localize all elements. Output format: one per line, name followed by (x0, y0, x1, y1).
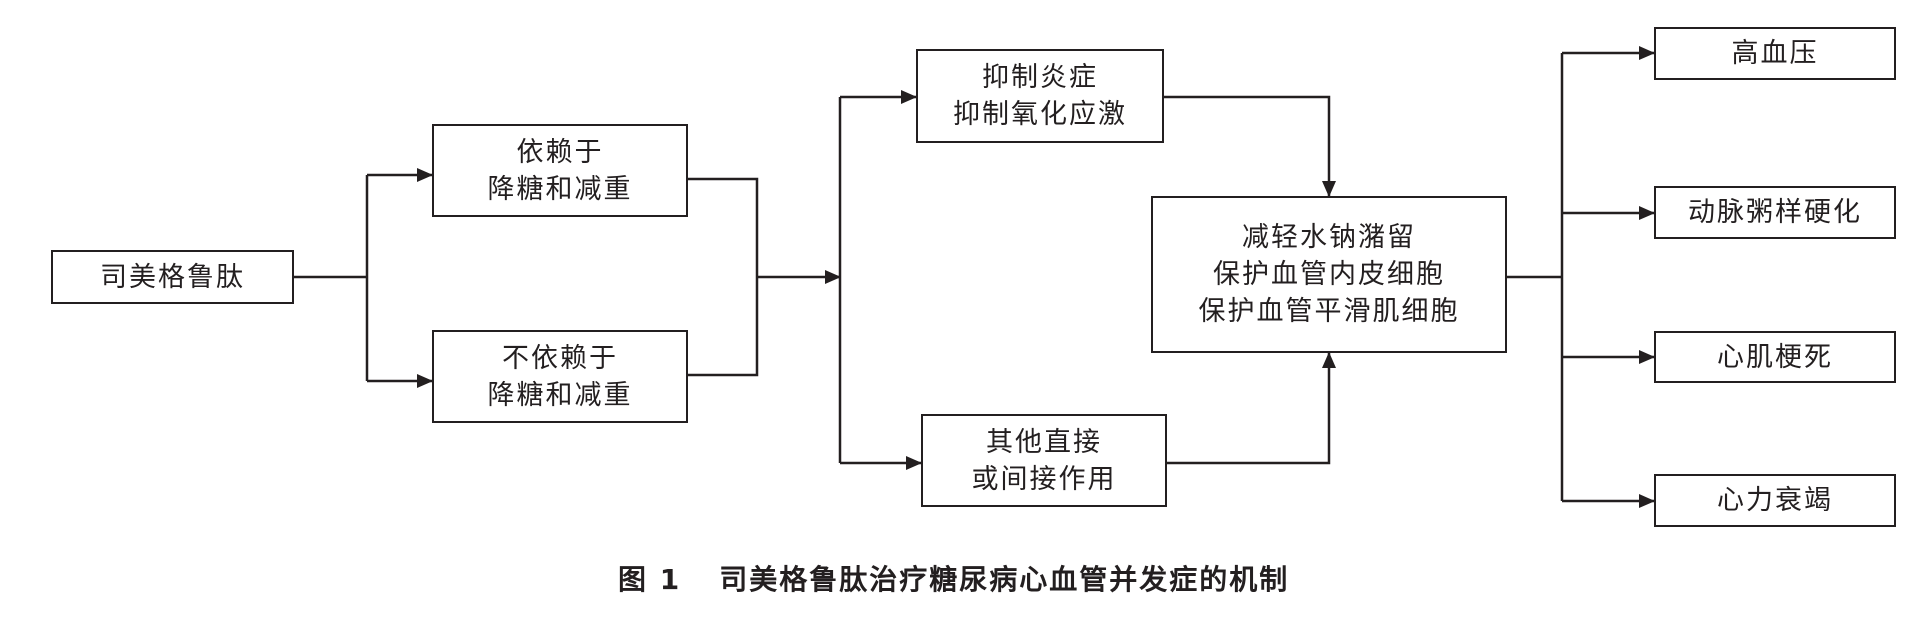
node-independent-of-glucose-weight: 不依赖于 降糖和减重 (432, 330, 688, 423)
connector-merge (688, 177, 759, 377)
node-label-line-1: 减轻水钠潴留 (1242, 222, 1416, 253)
node-label-line-1: 抑制炎症 (982, 62, 1098, 93)
node-label-line-2: 保护血管内皮细胞 (1213, 259, 1445, 290)
arrow-other-effects-to-protection (1167, 352, 1336, 465)
node-vascular-protection: 减轻水钠潴留 保护血管内皮细胞 保护血管平滑肌细胞 (1151, 196, 1507, 353)
node-anti-inflammation: 抑制炎症 抑制氧化应激 (916, 49, 1164, 143)
node-label: 动脉粥样硬化 (1688, 197, 1862, 228)
node-label-line-1: 不依赖于 (502, 342, 618, 374)
node-dependent-on-glucose-weight: 依赖于 降糖和减重 (432, 124, 688, 217)
figure-number: 图 1 (618, 563, 682, 596)
node-semaglutide: 司美格鲁肽 (51, 250, 294, 304)
node-other-effects: 其他直接 或间接作用 (921, 414, 1167, 507)
node-myocardial-infarction: 心肌梗死 (1654, 331, 1896, 383)
node-label-line-3: 保护血管平滑肌细胞 (1198, 296, 1460, 327)
node-label-line-2: 抑制氧化应激 (953, 99, 1127, 130)
node-label: 心肌梗死 (1717, 341, 1833, 373)
node-label-line-2: 降糖和减重 (487, 379, 633, 411)
node-heart-failure: 心力衰竭 (1654, 474, 1896, 527)
node-label-line-2: 降糖和减重 (487, 173, 633, 205)
node-hypertension: 高血压 (1654, 27, 1896, 80)
node-label: 司美格鲁肽 (100, 261, 245, 293)
arrow-anti-inflammation-to-protection (1164, 95, 1336, 197)
node-label: 高血压 (1731, 38, 1819, 69)
node-label-line-1: 依赖于 (516, 136, 604, 168)
node-label-line-2: 或间接作用 (971, 463, 1117, 495)
figure-title: 司美格鲁肽治疗糖尿病心血管并发症的机制 (719, 563, 1290, 596)
node-atherosclerosis: 动脉粥样硬化 (1654, 186, 1896, 239)
figure-caption: 图 1 司美格鲁肽治疗糖尿病心血管并发症的机制 (618, 558, 1289, 598)
node-label-line-1: 其他直接 (986, 426, 1102, 458)
node-label: 心力衰竭 (1717, 485, 1833, 516)
